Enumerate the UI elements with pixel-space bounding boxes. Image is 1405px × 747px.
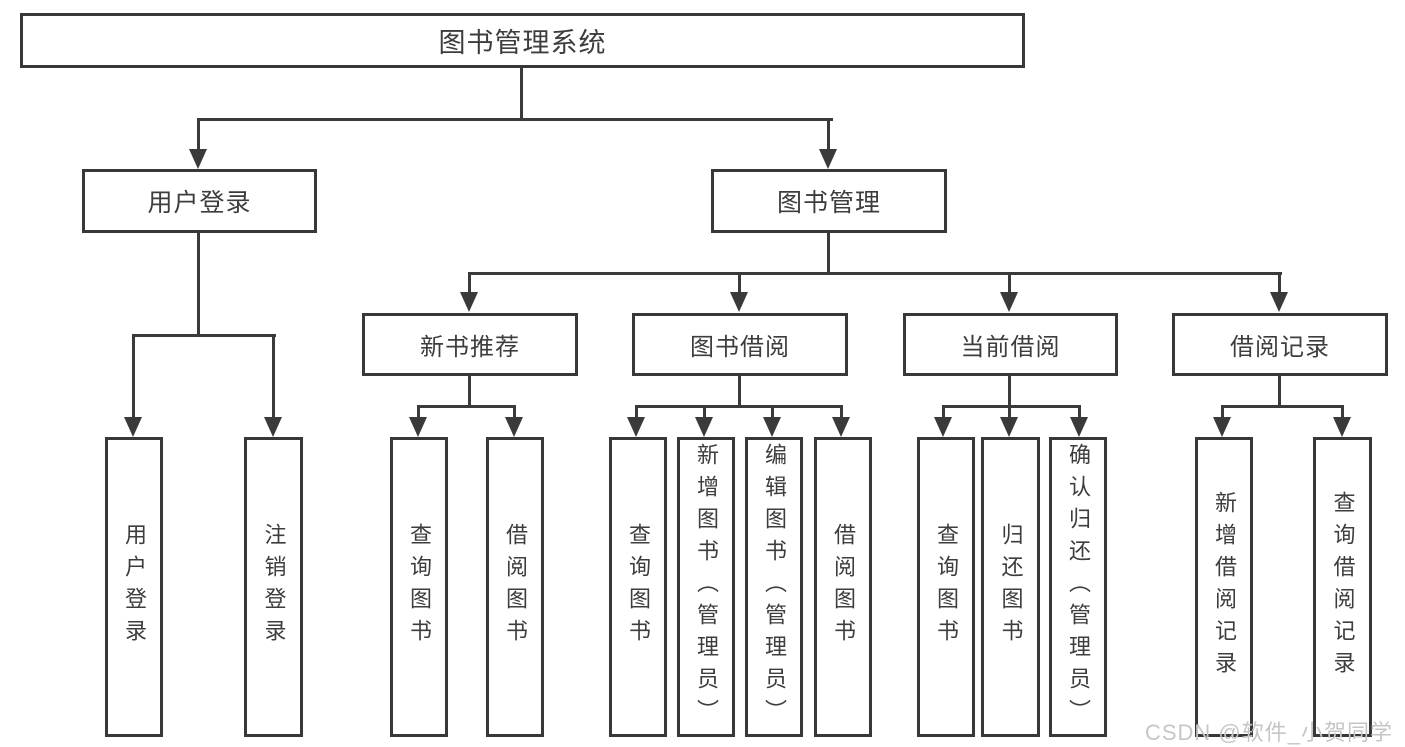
node-label: 借阅图书 <box>831 523 856 651</box>
arrow-down-icon <box>409 417 427 437</box>
arrow-down-icon <box>819 149 837 169</box>
leaf-confirm-return-admin: 确认归还（管理员） <box>1049 437 1107 737</box>
node-new-book-recommendation: 新书推荐 <box>362 313 578 376</box>
connector-line <box>197 232 200 337</box>
arrow-down-icon <box>1213 417 1231 437</box>
node-book-borrowing: 图书借阅 <box>632 313 848 376</box>
node-label: 确认归还（管理员） <box>1066 443 1091 731</box>
arrow-down-icon <box>264 417 282 437</box>
connector-line <box>1278 273 1281 294</box>
arrow-down-icon <box>505 417 523 437</box>
arrow-down-icon <box>1333 417 1351 437</box>
arrow-down-icon <box>460 292 478 312</box>
csdn-watermark: CSDN @软件_小贺同学 <box>1144 720 1393 745</box>
node-label: 借阅图书 <box>503 523 528 651</box>
connector-line <box>468 272 1282 275</box>
node-label: 当前借阅 <box>960 334 1061 361</box>
arrow-down-icon <box>832 417 850 437</box>
connector-line <box>1078 406 1081 419</box>
arrow-down-icon <box>627 417 645 437</box>
connector-line <box>635 406 638 419</box>
node-label: 新书推荐 <box>420 334 520 361</box>
connector-line <box>771 406 774 419</box>
connector-line <box>703 406 706 419</box>
node-label: 编辑图书（管理员） <box>762 443 787 731</box>
node-label: 借阅记录 <box>1230 334 1330 361</box>
node-label: 归还图书 <box>998 523 1024 651</box>
arrow-down-icon <box>124 417 142 437</box>
connector-line <box>417 406 420 419</box>
arrow-down-icon <box>1000 292 1018 312</box>
connector-line <box>513 406 516 419</box>
connector-line <box>840 406 843 419</box>
arrow-down-icon <box>1070 417 1088 437</box>
node-label: 新增图书（管理员） <box>694 443 719 731</box>
connector-line <box>827 119 830 151</box>
node-label: 查询图书 <box>934 523 959 651</box>
node-label: 查询借阅记录 <box>1330 491 1356 683</box>
node-label: 用户登录 <box>147 189 252 217</box>
connector-line <box>1221 405 1344 408</box>
connector-line <box>1008 376 1011 408</box>
arrow-down-icon <box>934 417 952 437</box>
leaf-add-borrowing-record: 新增借阅记录 <box>1195 437 1253 737</box>
arrow-down-icon <box>730 292 748 312</box>
connector-line <box>942 405 1081 408</box>
node-book-management: 图书管理 <box>711 169 947 233</box>
leaf-query-books-current: 查询图书 <box>917 437 975 737</box>
arrow-down-icon <box>695 417 713 437</box>
arrow-down-icon <box>189 149 207 169</box>
node-user-login: 用户登录 <box>82 169 317 233</box>
node-label: 图书管理 <box>776 189 881 217</box>
arrow-down-icon <box>1270 292 1288 312</box>
connector-line <box>942 406 945 419</box>
node-current-borrowing: 当前借阅 <box>903 313 1118 376</box>
connector-line <box>468 376 471 408</box>
node-label: 新增借阅记录 <box>1212 491 1237 683</box>
leaf-edit-book-admin: 编辑图书（管理员） <box>745 437 803 737</box>
connector-line <box>272 335 275 419</box>
connector-line <box>635 405 843 408</box>
connector-line <box>1008 273 1011 294</box>
leaf-logout: 注销登录 <box>244 437 303 737</box>
node-label: 查询图书 <box>626 523 651 651</box>
connector-line <box>1221 406 1224 419</box>
connector-line <box>468 273 471 294</box>
leaf-query-books-borrowing: 查询图书 <box>609 437 667 737</box>
connector-line <box>1341 406 1344 419</box>
connector-line <box>197 119 200 151</box>
connector-line <box>417 405 516 408</box>
node-book-management-system: 图书管理系统 <box>20 13 1025 68</box>
leaf-borrow-books-recommend: 借阅图书 <box>486 437 544 737</box>
leaf-query-books-recommend: 查询图书 <box>390 437 448 737</box>
node-label: 查询图书 <box>407 523 432 651</box>
node-label: 注销登录 <box>261 523 287 651</box>
connector-line <box>1278 376 1281 408</box>
node-label: 图书管理系统 <box>438 28 607 58</box>
connector-line <box>827 232 830 275</box>
leaf-return-books: 归还图书 <box>981 437 1040 737</box>
connector-line <box>132 334 276 337</box>
arrow-down-icon <box>1000 417 1018 437</box>
connector-line <box>738 273 741 294</box>
leaf-borrow-books-borrowing: 借阅图书 <box>814 437 872 737</box>
arrow-down-icon <box>763 417 781 437</box>
node-label: 用户登录 <box>122 523 147 651</box>
connector-line <box>738 376 741 408</box>
connector-line <box>1008 406 1011 419</box>
node-label: 图书借阅 <box>690 334 790 361</box>
leaf-add-book-admin: 新增图书（管理员） <box>677 437 735 737</box>
connector-line <box>520 68 523 119</box>
node-borrowing-records: 借阅记录 <box>1172 313 1388 376</box>
leaf-user-login: 用户登录 <box>105 437 163 737</box>
leaf-query-borrowing-record: 查询借阅记录 <box>1313 437 1372 737</box>
connector-line <box>132 335 135 419</box>
connector-line <box>197 118 833 121</box>
